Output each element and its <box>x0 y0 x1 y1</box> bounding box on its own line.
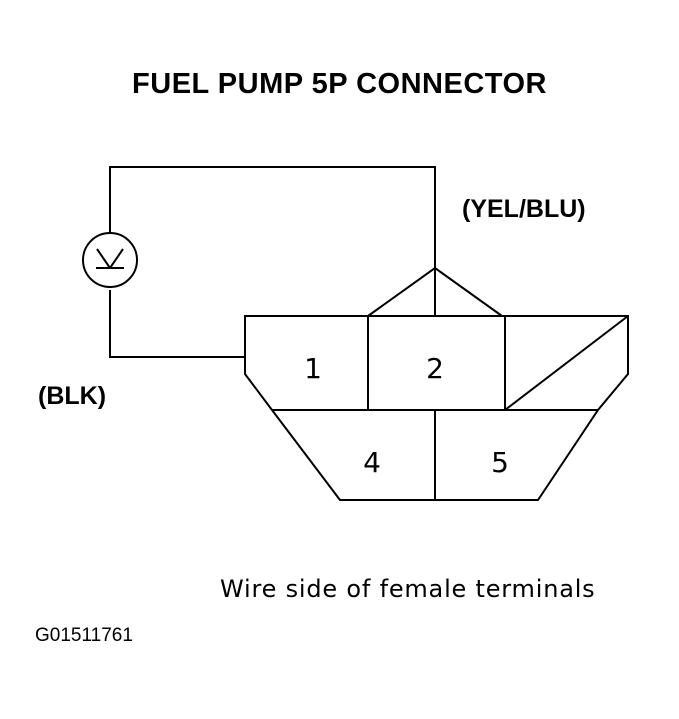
voltmeter-icon <box>82 232 138 288</box>
figure-code: G01511761 <box>35 625 133 646</box>
terminal-2-label: 2 <box>426 352 444 385</box>
test-lead-to-terminal-1 <box>109 290 245 358</box>
connector-body-outline <box>244 315 629 501</box>
blocked-cavity-3-diagonal <box>504 315 629 411</box>
terminal-5-label: 5 <box>491 446 509 479</box>
wire-color-blk: (BLK) <box>38 382 107 410</box>
diagram-caption: Wire side of female terminals <box>220 575 596 603</box>
diagram-title: FUEL PUMP 5P CONNECTOR <box>132 68 547 100</box>
terminal-4-label: 4 <box>363 446 381 479</box>
terminal-1-label: 1 <box>304 352 322 385</box>
wire-color-yel-blu: (YEL/BLU) <box>462 195 586 223</box>
test-lead-to-terminal-2 <box>109 166 436 268</box>
